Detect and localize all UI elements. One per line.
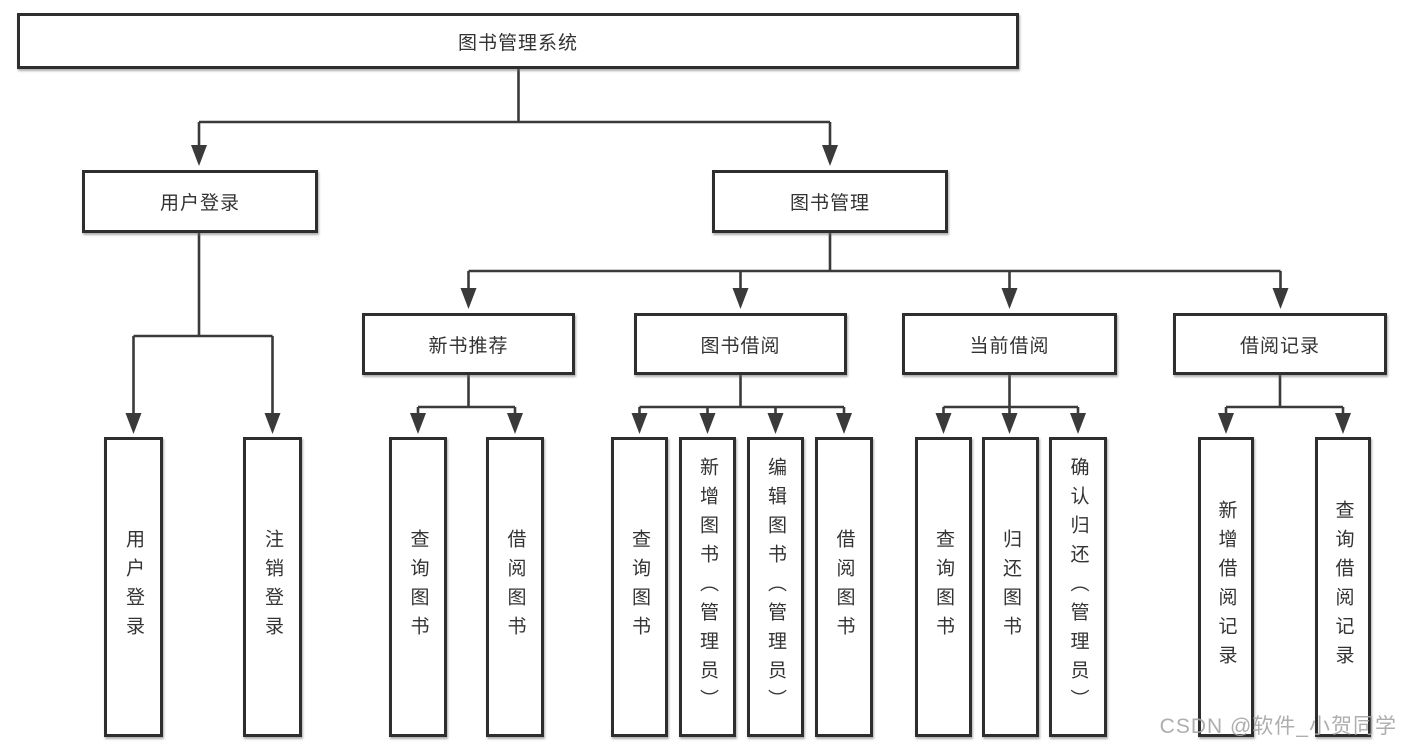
arrow-down-icon xyxy=(264,413,281,434)
leaf-query-borrow-record-label: 查询借阅记录 xyxy=(1332,500,1354,674)
node-new-book-recommendation: 新书推荐 xyxy=(362,313,575,375)
leaf-add-borrow-record: 新增借阅记录 xyxy=(1198,437,1254,737)
node-library-management-system-label: 图书管理系统 xyxy=(457,32,578,54)
arrow-down-icon xyxy=(507,413,523,434)
leaf-user-login-label: 用户登录 xyxy=(123,529,144,645)
arrow-down-icon xyxy=(822,145,838,166)
node-book-borrowing-label: 图书借阅 xyxy=(700,335,781,357)
connector-borrowing-records-children xyxy=(1218,375,1351,434)
leaf-query-books-borrowing-label: 查询图书 xyxy=(629,529,650,645)
arrow-down-icon xyxy=(935,413,952,434)
leaf-return-book: 归还图书 xyxy=(982,437,1039,737)
arrow-down-icon xyxy=(1001,288,1018,309)
leaf-query-books-borrowing: 查询图书 xyxy=(611,437,668,737)
leaf-query-books-recommend: 查询图书 xyxy=(389,437,447,737)
arrow-down-icon xyxy=(732,288,749,309)
node-new-book-recommendation-label: 新书推荐 xyxy=(428,335,509,357)
node-user-login: 用户登录 xyxy=(82,170,318,233)
leaf-query-books-current: 查询图书 xyxy=(915,437,972,737)
connector-user-login-children xyxy=(125,233,281,434)
leaf-logout: 注销登录 xyxy=(243,437,302,737)
leaf-add-book-admin: 新增图书（管理员） xyxy=(679,437,736,737)
node-user-login-label: 用户登录 xyxy=(159,193,240,214)
arrow-down-icon xyxy=(1335,413,1351,434)
arrow-down-icon xyxy=(1070,413,1086,434)
arrow-down-icon xyxy=(836,413,852,434)
node-book-management-label: 图书管理 xyxy=(789,193,870,214)
leaf-add-book-admin-label: 新增图书（管理员） xyxy=(697,456,718,718)
node-current-borrowing: 当前借阅 xyxy=(902,313,1117,375)
leaf-borrow-books-borrowing: 借阅图书 xyxy=(815,437,873,737)
leaf-borrow-books-recommend: 借阅图书 xyxy=(486,437,544,737)
arrow-down-icon xyxy=(1001,413,1018,434)
connector-root-to-level2 xyxy=(191,69,838,166)
arrow-down-icon xyxy=(699,413,716,434)
leaf-query-borrow-record: 查询借阅记录 xyxy=(1315,437,1371,737)
leaf-user-login: 用户登录 xyxy=(104,437,163,737)
leaf-return-book-label: 归还图书 xyxy=(1000,529,1021,645)
leaf-borrow-books-borrowing-label: 借阅图书 xyxy=(833,529,855,645)
node-book-management: 图书管理 xyxy=(712,170,948,233)
watermark: CSDN @软件_小贺同学 xyxy=(1159,715,1397,738)
connector-current-borrowing-children xyxy=(935,375,1086,434)
leaf-confirm-return-admin: 确认归还（管理员） xyxy=(1049,437,1107,737)
node-current-borrowing-label: 当前借阅 xyxy=(969,335,1050,357)
leaf-confirm-return-admin-label: 确认归还（管理员） xyxy=(1067,456,1089,718)
arrow-down-icon xyxy=(1218,413,1234,434)
node-book-borrowing: 图书借阅 xyxy=(634,313,847,375)
node-borrowing-records-label: 借阅记录 xyxy=(1239,335,1320,357)
arrow-down-icon xyxy=(410,413,426,434)
arrow-down-icon xyxy=(631,413,648,434)
leaf-add-borrow-record-label: 新增借阅记录 xyxy=(1215,500,1237,674)
leaf-edit-book-admin: 编辑图书（管理员） xyxy=(747,437,804,737)
arrow-down-icon xyxy=(191,145,207,166)
connector-book-borrowing-children xyxy=(631,375,852,434)
node-library-management-system: 图书管理系统 xyxy=(17,13,1019,69)
connector-book-management-children xyxy=(460,233,1289,309)
arrow-down-icon xyxy=(460,288,477,309)
leaf-logout-label: 注销登录 xyxy=(262,529,283,645)
leaf-borrow-books-recommend-label: 借阅图书 xyxy=(504,529,526,645)
leaf-query-books-recommend-label: 查询图书 xyxy=(407,529,429,645)
arrow-down-icon xyxy=(767,413,784,434)
arrow-down-icon xyxy=(1272,288,1289,309)
node-borrowing-records: 借阅记录 xyxy=(1173,313,1387,375)
leaf-query-books-current-label: 查询图书 xyxy=(933,529,954,645)
connector-new-book-children xyxy=(410,375,523,434)
arrow-down-icon xyxy=(125,413,142,434)
leaf-edit-book-admin-label: 编辑图书（管理员） xyxy=(765,456,786,718)
